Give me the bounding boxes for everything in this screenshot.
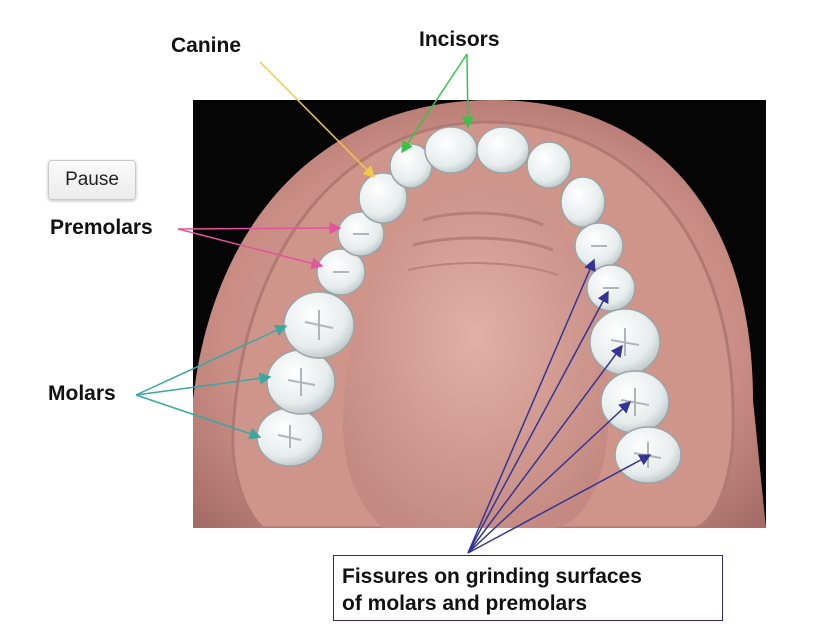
fissures-label-line1: Fissures on grinding surfaces	[342, 565, 642, 588]
canine-label: Canine	[171, 34, 242, 57]
fissures-label-line2: of molars and premolars	[342, 592, 588, 615]
maxillary-arch-illustration	[193, 100, 766, 528]
incisor-right-1	[476, 126, 530, 174]
premolars-label: Premolars	[50, 216, 153, 239]
molars-label: Molars	[48, 382, 116, 405]
canine-right	[560, 176, 606, 228]
dental-model-photo	[193, 100, 766, 528]
pause-button[interactable]: Pause	[48, 160, 136, 200]
canine-left	[358, 172, 408, 224]
incisor-right-2	[526, 141, 572, 189]
teeth	[256, 126, 682, 484]
incisors-label: Incisors	[419, 28, 500, 51]
fissures-callout: Fissures on grinding surfaces of molars …	[333, 555, 723, 621]
incisor-left-1	[424, 126, 478, 174]
